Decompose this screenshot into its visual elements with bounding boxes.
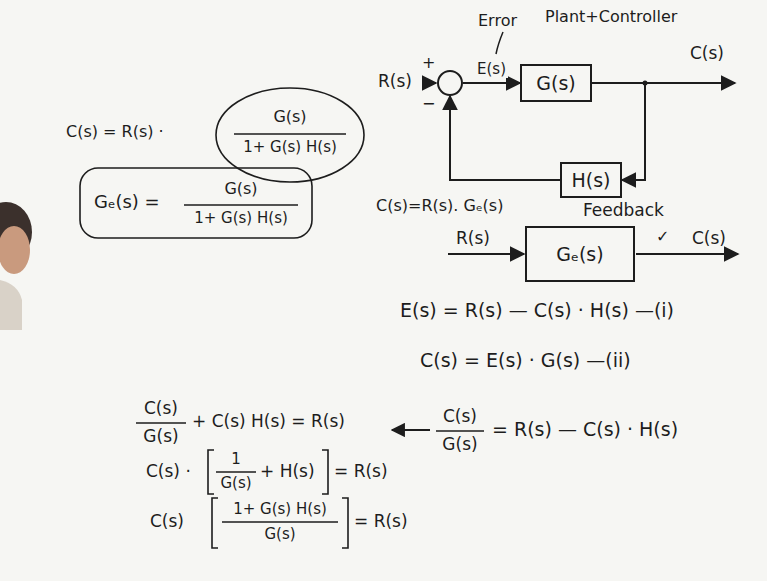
bracket [342, 498, 348, 548]
presenter-face [0, 226, 30, 274]
signal-connector [450, 96, 560, 180]
sign-label: + [422, 55, 435, 71]
input-arrow [423, 82, 436, 84]
equation: = R(s) [354, 512, 408, 532]
fraction-denominator: G(s) [220, 475, 251, 492]
equation: + H(s) [260, 462, 315, 482]
presenter [0, 202, 32, 330]
equation: C(s) = R(s) · [66, 123, 164, 141]
equation: C(s)=R(s). Gₑ(s) [376, 197, 503, 215]
fraction-numerator: C(s) [443, 407, 477, 427]
highlight-box [80, 168, 312, 238]
presenter-shirt [0, 280, 22, 330]
fraction-denominator: G(s) [143, 427, 178, 447]
fraction-bar [216, 471, 256, 473]
fraction-bar [136, 422, 186, 424]
plant-block: G(s) [520, 64, 592, 102]
signal-connector [592, 83, 645, 180]
equivalent-block: Gₑ(s) [525, 226, 635, 282]
bracket [212, 498, 218, 548]
equation: C(s) · [146, 462, 191, 482]
fraction-numerator: 1 [231, 451, 241, 468]
equation: = R(s) [334, 462, 388, 482]
signal-name: C(s) [690, 44, 724, 64]
output-arrow [636, 253, 738, 255]
summing-junction: +− [437, 70, 463, 96]
block-label: Gₑ(s) [556, 243, 603, 265]
fraction-numerator: G(s) [273, 108, 306, 126]
fraction-bar [184, 204, 298, 206]
equation: + C(s) H(s) = R(s) [192, 412, 345, 432]
feedback-block: H(s) [560, 162, 622, 198]
derivation-arrow [392, 429, 430, 431]
input-arrow [448, 253, 524, 255]
signal-name: E(s) [475, 60, 508, 78]
signal-name: R(s) [378, 72, 412, 92]
equation: = R(s) — C(s) · H(s) [492, 419, 678, 441]
fraction-denominator: 1+ G(s) H(s) [243, 139, 337, 156]
block-label: G(s) [536, 72, 575, 94]
fraction-denominator: G(s) [442, 435, 477, 455]
fraction-denominator: 1+ G(s) H(s) [194, 210, 288, 227]
signal-name: R(s) [456, 229, 490, 249]
equation: Gₑ(s) = [94, 192, 160, 213]
signal-connector [463, 82, 520, 84]
fraction-bar [436, 430, 484, 432]
fraction-numerator: G(s) [224, 180, 257, 198]
equation: C(s) = E(s) · G(s) —(ii) [420, 350, 631, 372]
annotation: Plant+Controller [545, 8, 677, 26]
bracket [208, 450, 214, 494]
sign-label: − [422, 96, 435, 112]
annotation: Feedback [583, 201, 664, 221]
fraction-bar [222, 521, 338, 523]
fraction-denominator: G(s) [264, 526, 295, 543]
equation: C(s) [150, 512, 184, 532]
block-label: H(s) [571, 169, 610, 191]
annotation: Error [478, 12, 517, 30]
signal-name: C(s) [692, 229, 726, 249]
leader-line [496, 32, 503, 54]
fraction-numerator: C(s) [144, 399, 178, 419]
equation: E(s) = R(s) — C(s) · H(s) —(i) [400, 300, 674, 322]
check-mark: ✓ [656, 228, 669, 246]
fraction-numerator: 1+ G(s) H(s) [233, 501, 327, 518]
bracket [322, 450, 328, 494]
fraction-bar [234, 133, 346, 135]
